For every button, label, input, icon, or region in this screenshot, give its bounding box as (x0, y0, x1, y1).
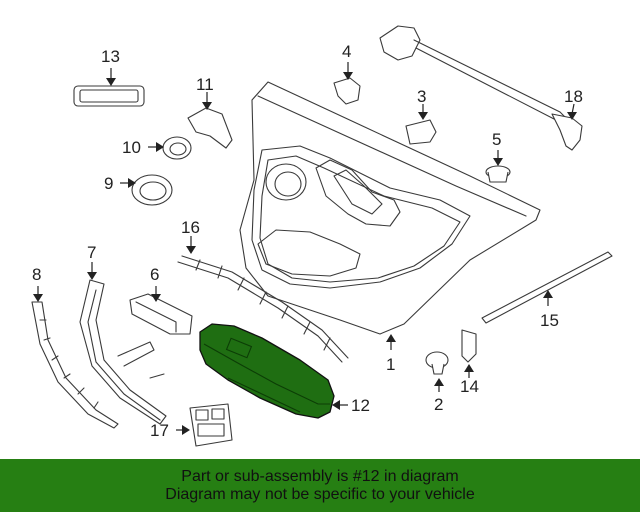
part-17: 17 (150, 403, 233, 447)
callout-12: 12 (351, 396, 370, 415)
part-4: 4 (333, 42, 361, 105)
callout-3: 3 (417, 87, 426, 106)
callout-15: 15 (540, 311, 559, 330)
info-banner: Part or sub-assembly is #12 in diagram D… (0, 459, 640, 512)
part-16: 16 (177, 218, 349, 363)
part-9: 9 (104, 174, 173, 206)
part-1-door-panel: 1 (239, 81, 541, 374)
part-3: 3 (405, 87, 437, 145)
callout-17: 17 (150, 421, 169, 440)
callout-18: 18 (564, 87, 583, 106)
callout-4: 4 (342, 42, 351, 61)
part-5: 5 (485, 130, 511, 183)
part-12-highlighted: 12 (199, 323, 370, 419)
part-2: 2 (425, 351, 449, 414)
part-18: 18 (379, 25, 583, 151)
part-14: 14 (460, 329, 479, 396)
callout-13: 13 (101, 47, 120, 66)
part-6: 6 (129, 265, 193, 335)
callout-14: 14 (460, 377, 479, 396)
part-11: 11 (187, 75, 233, 149)
callout-1: 1 (386, 355, 395, 374)
banner-line-2: Diagram may not be specific to your vehi… (165, 485, 475, 503)
part-15: 15 (481, 251, 613, 330)
callout-9: 9 (104, 174, 113, 193)
parts-diagram: 13 4 18 11 10 9 (31, 25, 613, 447)
part-13: 13 (73, 47, 145, 107)
callout-8: 8 (32, 265, 41, 284)
part-10: 10 (122, 136, 192, 160)
callout-16: 16 (181, 218, 200, 237)
callout-10: 10 (122, 138, 141, 157)
part-8: 8 (31, 265, 119, 429)
callout-11: 11 (196, 75, 214, 94)
callout-2: 2 (434, 395, 443, 414)
banner-line-1: Part or sub-assembly is #12 in diagram (181, 467, 459, 485)
callout-5: 5 (492, 130, 501, 149)
callout-7: 7 (87, 243, 96, 262)
callout-6: 6 (150, 265, 159, 284)
part-7: 7 (79, 243, 167, 425)
